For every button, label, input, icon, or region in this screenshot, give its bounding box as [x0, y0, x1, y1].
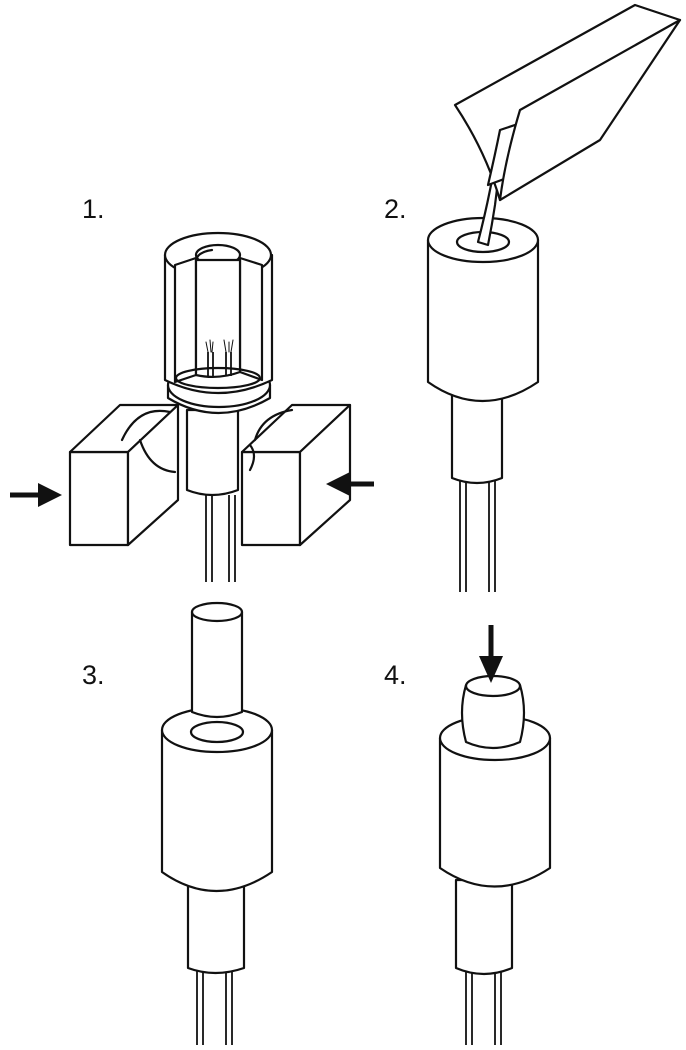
- cutaway-mold-cylinder: [163, 231, 274, 414]
- step-3-illustration: [160, 601, 274, 1045]
- right-clamp-block: [240, 403, 352, 547]
- compressed-pellet: [460, 683, 526, 750]
- step-4-label: 4.: [384, 660, 407, 690]
- mold-cylinder: [426, 238, 540, 403]
- base-stem: [450, 393, 504, 485]
- base-stem: [185, 408, 240, 497]
- step-3-label: 3.: [82, 660, 105, 690]
- step-2-label: 2.: [384, 194, 407, 224]
- mold-cylinder: [160, 728, 274, 893]
- left-push-arrow: [10, 483, 62, 507]
- folded-paper-icon: [453, 3, 682, 202]
- step-1-label: 1.: [82, 194, 105, 224]
- base-stem: [454, 878, 514, 976]
- press-down-arrow: [479, 625, 503, 683]
- mold-cylinder: [438, 736, 552, 888]
- left-clamp-block: [68, 403, 180, 547]
- step-2-illustration: [426, 3, 682, 592]
- step-4-illustration: [438, 625, 552, 1045]
- base-stem: [186, 883, 246, 975]
- step-1-illustration: [10, 231, 374, 582]
- right-push-arrow: [326, 472, 374, 496]
- plunger-rod: [190, 610, 244, 719]
